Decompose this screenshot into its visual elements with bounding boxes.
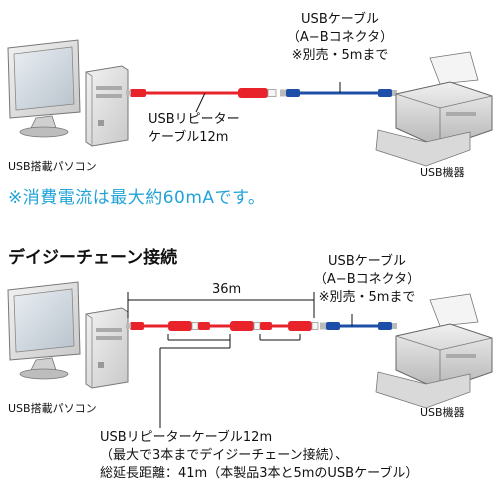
printer-illustration-bottom bbox=[375, 293, 493, 409]
repeater-cable-chain bbox=[126, 321, 319, 428]
usb-cable-type-bottom: （A−Bコネクタ） bbox=[313, 272, 421, 287]
usb-cable-top bbox=[280, 82, 397, 97]
daisy-description-line1: USBリピーターケーブル12m bbox=[100, 430, 273, 445]
pc-illustration-top bbox=[7, 39, 129, 147]
usb-cable-note-bottom: ※別売・5mまで bbox=[318, 290, 416, 305]
length-dimension bbox=[127, 292, 315, 318]
power-consumption-note: ※消費電流は最大約60mAです。 bbox=[8, 188, 266, 208]
daisy-chain-title: デイジーチェーン接続 bbox=[8, 248, 178, 268]
usb-cable-label-bottom: USBケーブル bbox=[328, 254, 406, 269]
device-label-bottom: USB機器 bbox=[420, 406, 465, 419]
pc-label-top: USB搭載パソコン bbox=[8, 160, 97, 173]
daisy-description-line2: （最大で3本までデイジーチェーン接続）、 bbox=[100, 448, 349, 463]
repeater-label-top-line2: ケーブル12m bbox=[148, 130, 229, 145]
pc-illustration-bottom bbox=[7, 281, 129, 389]
usb-cable-type-top: （A−Bコネクタ） bbox=[286, 30, 394, 45]
printer-illustration-top bbox=[375, 51, 493, 167]
device-label-top: USB機器 bbox=[420, 166, 465, 179]
daisy-description-line3: 総延長距離：41m（本製品3本と5mのUSBケーブル） bbox=[100, 466, 419, 481]
repeater-cable-top bbox=[126, 88, 277, 113]
pc-label-bottom: USB搭載パソコン bbox=[8, 402, 97, 415]
usb-cable-bottom bbox=[320, 314, 397, 330]
usb-cable-note-top: ※別売・5mまで bbox=[291, 48, 389, 63]
repeater-label-top-line1: USBリピーター bbox=[148, 112, 240, 127]
total-length-label: 36m bbox=[212, 282, 242, 297]
usb-cable-label-top: USBケーブル bbox=[301, 12, 379, 27]
